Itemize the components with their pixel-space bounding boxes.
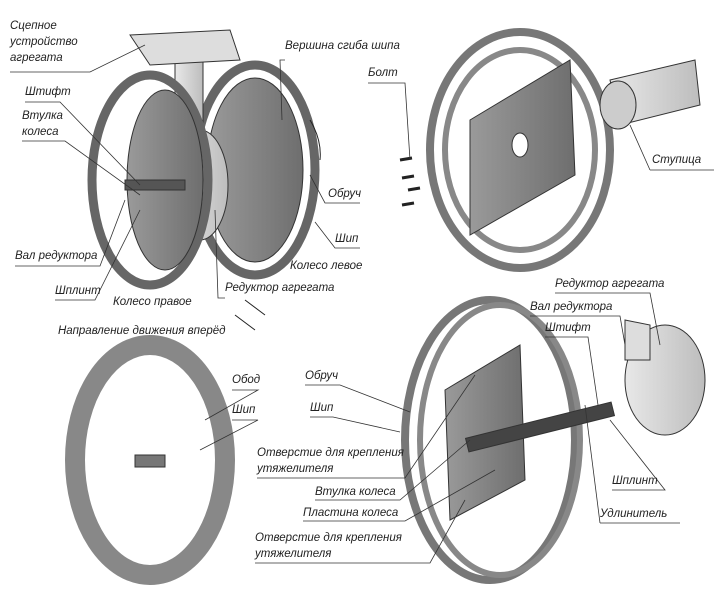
label-hub: Ступица <box>652 154 702 166</box>
label-wheel-hub: Втулка колеса <box>22 110 63 138</box>
rotation-arrow <box>309 119 321 161</box>
label-lug: Шип <box>335 233 359 245</box>
label-gearbox-bottom-right: Редуктор агрегата <box>555 278 665 290</box>
label-lug-bottom-left: Шип <box>232 404 256 416</box>
label-right-wheel: Колесо правое <box>113 296 192 308</box>
label-left-wheel: Колесо левое <box>290 260 363 272</box>
bottom-left-wheel <box>65 335 235 585</box>
right-wheel-hoop <box>87 70 213 290</box>
label-hoop-bottom-right: Обруч <box>305 370 339 382</box>
top-left-assembly <box>87 29 321 331</box>
hub <box>599 80 637 130</box>
label-pin: Штифт <box>25 86 71 98</box>
extension-shaft <box>464 401 616 453</box>
label-bolt: Болт <box>368 67 398 79</box>
label-hoop: Обруч <box>328 188 362 200</box>
label-hitch: Сцепное устройство агрегата <box>10 20 78 64</box>
label-forward-direction: Направление движения вперёд <box>58 325 226 337</box>
wheel-plate <box>444 344 526 521</box>
label-cotter-pin: Шплинт <box>55 285 101 297</box>
label-extension: Удлинитель <box>600 508 668 520</box>
label-weight-hole-1: Отверстие для крепления утяжелителя <box>257 447 404 475</box>
label-lug-bottom-right: Шип <box>310 402 334 414</box>
hitch-head <box>129 29 241 66</box>
label-gearbox: Редуктор агрегата <box>225 282 335 294</box>
label-rim: Обод <box>232 374 261 386</box>
label-cotter-pin-bottom-right: Шплинт <box>612 475 658 487</box>
label-pin-bottom-right: Штифт <box>545 322 591 334</box>
label-gearbox-shaft-bottom-right: Вал редуктора <box>530 301 613 313</box>
direction-arrows <box>234 299 266 331</box>
label-weight-hole-2: Отверстие для крепления утяжелителя <box>255 532 402 560</box>
label-wheel-hub-bottom-right: Втулка колеса <box>315 486 396 498</box>
bolts <box>399 156 421 207</box>
leader-lines <box>10 44 714 564</box>
label-gearbox-shaft: Вал редуктора <box>15 250 98 262</box>
label-lug-bend-apex: Вершина сгиба шипа <box>285 40 400 52</box>
gearbox-shaft <box>124 179 186 191</box>
top-right-assembly <box>399 28 701 272</box>
bottom-right-assembly <box>401 296 706 584</box>
label-wheel-plate: Пластина колеса <box>303 507 399 519</box>
